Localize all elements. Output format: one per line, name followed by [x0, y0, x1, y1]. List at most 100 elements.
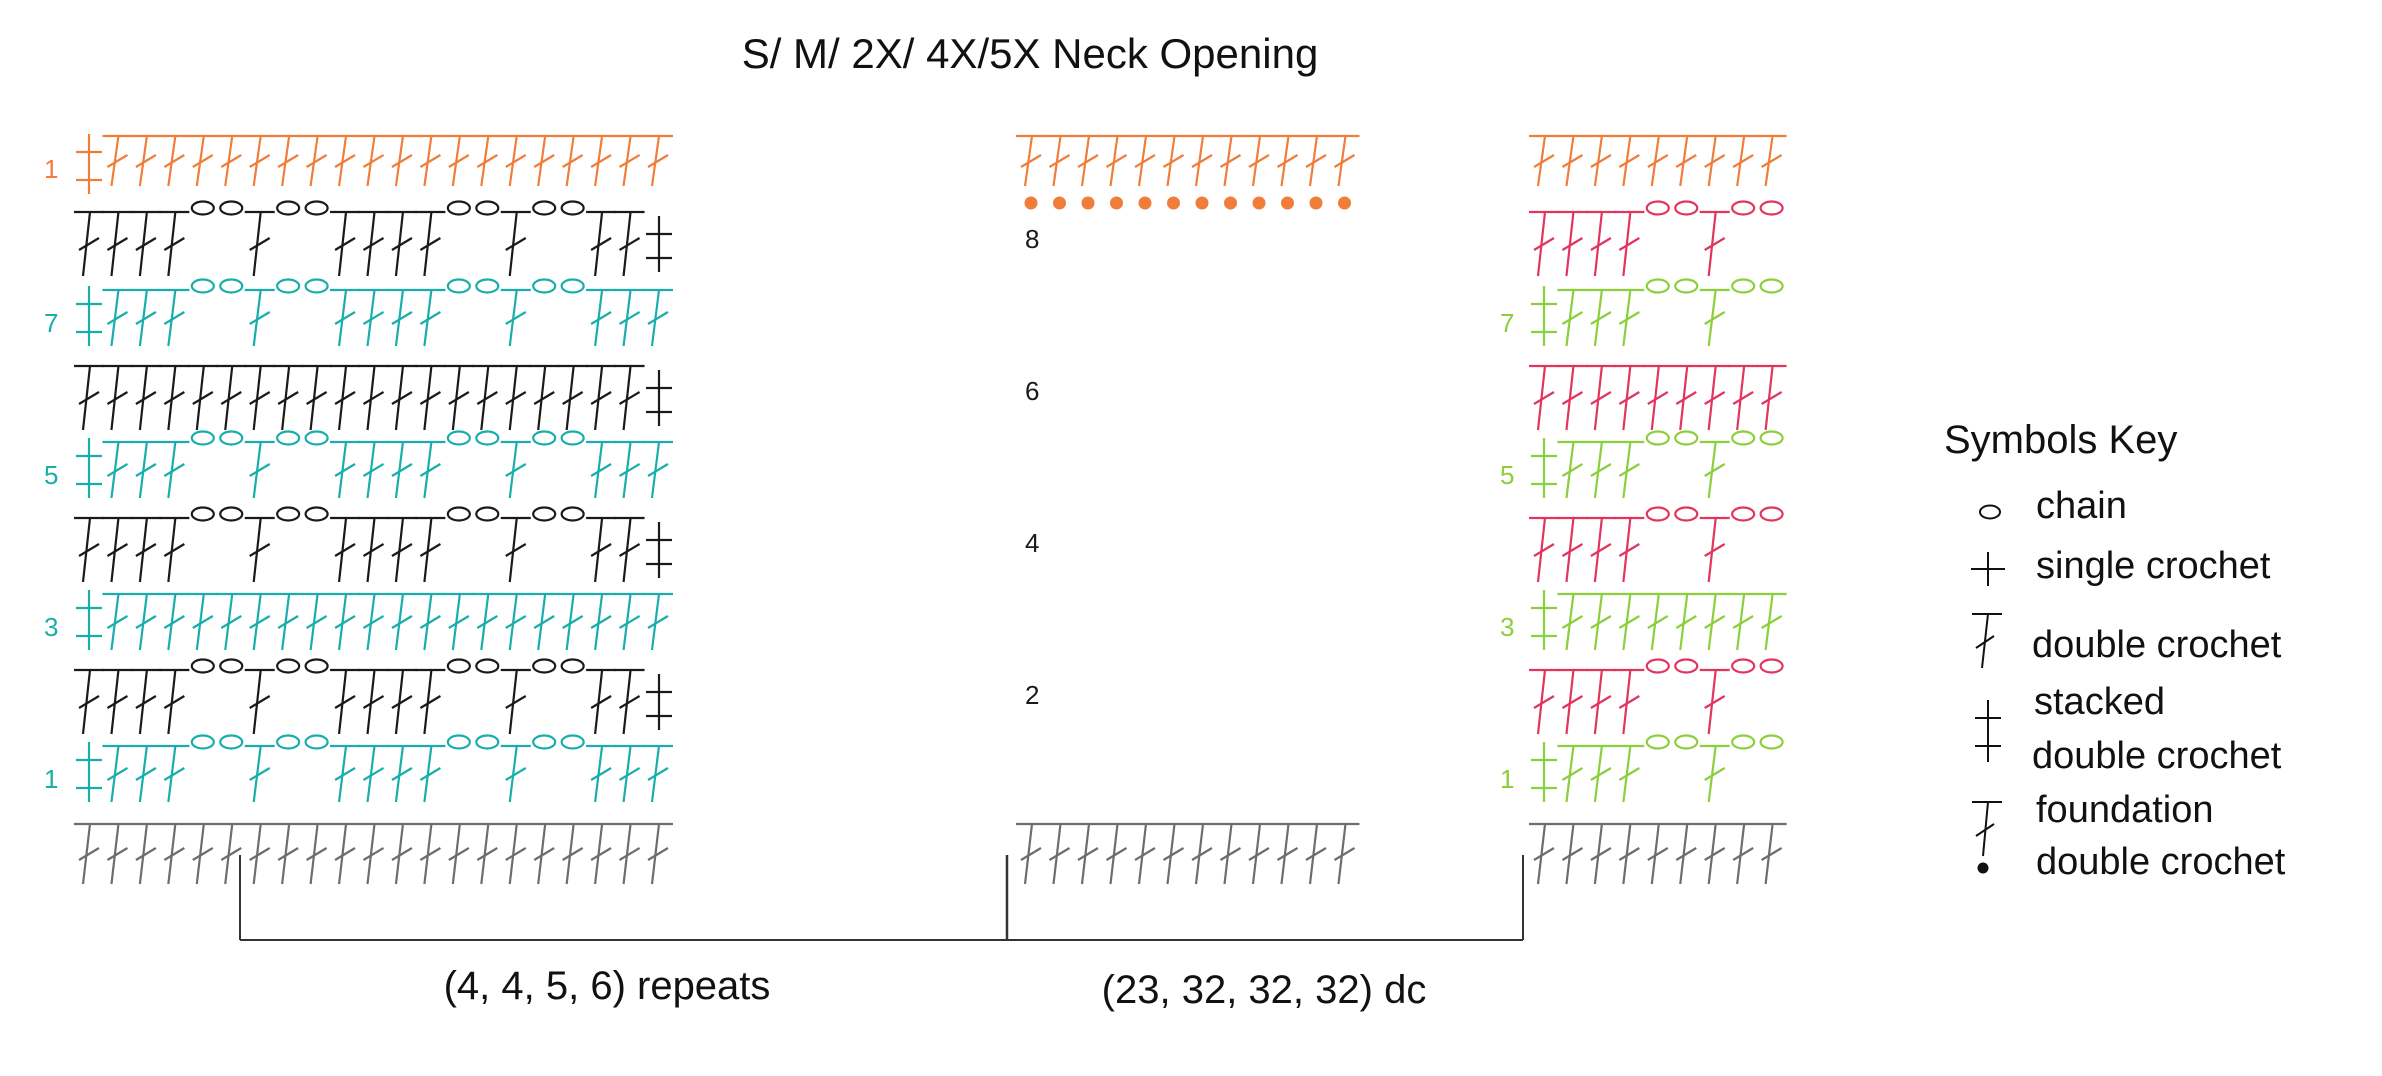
- dc-slash: [277, 154, 299, 168]
- dc-slash: [1618, 463, 1640, 477]
- dc-slash: [618, 154, 641, 168]
- foundation-dc-mark: [187, 822, 218, 885]
- foundation-dc-mark: [301, 822, 332, 885]
- dc-mark: [159, 134, 190, 187]
- dc-slash: [1675, 154, 1697, 168]
- dc-slash: [476, 615, 498, 629]
- stacked-dc-mark: [646, 216, 672, 272]
- dc-slash: [562, 391, 584, 405]
- dc-mark: [386, 364, 417, 431]
- foundation-dc-mark: [614, 822, 645, 885]
- dc-slash: [1590, 154, 1612, 168]
- dc-mark: [216, 134, 247, 187]
- stacked-dc-mark: [646, 522, 672, 578]
- dc-mark: [244, 440, 275, 499]
- slip-stitch-dot: [1309, 196, 1323, 210]
- dc-post: [224, 823, 234, 885]
- chain-mark: [304, 734, 329, 750]
- dc-slash: [163, 463, 185, 477]
- row-label-right-3: 3: [1500, 612, 1514, 642]
- dc-mark: [130, 668, 161, 735]
- dc-mark: [443, 134, 474, 187]
- chain-mark: [1645, 278, 1670, 294]
- dc-post: [394, 365, 405, 431]
- dc-post: [1593, 593, 1603, 651]
- dc-slash: [419, 311, 441, 325]
- chain-mark: [219, 278, 244, 294]
- dc-post: [451, 135, 461, 187]
- dc-slash: [1618, 391, 1640, 405]
- dc-slash: [334, 237, 356, 251]
- dc-slash: [135, 615, 157, 629]
- dc-post: [1622, 669, 1632, 735]
- dc-slash: [249, 615, 271, 629]
- dc-slash: [590, 463, 612, 477]
- dc-slash: [220, 154, 242, 168]
- dc-mark: [443, 592, 474, 651]
- dc-mark: [102, 592, 133, 651]
- dc-slash: [106, 695, 129, 709]
- slip-stitch-dot: [1138, 196, 1152, 210]
- dc-slash: [277, 847, 299, 861]
- dc-bracket-label: (23, 32, 32, 32) dc: [1102, 968, 1427, 1012]
- dc-mark: [1158, 134, 1189, 187]
- foundation-dc-mark: [1215, 822, 1246, 885]
- dc-post: [650, 823, 661, 885]
- stacked-dc-mark: [1531, 438, 1557, 498]
- dc-post: [1650, 593, 1660, 651]
- dc-post: [622, 745, 632, 803]
- dc-slash: [306, 154, 328, 168]
- dc-post: [1194, 135, 1205, 187]
- dc-mark: [614, 592, 645, 651]
- dc-slash: [1618, 847, 1640, 861]
- dc-post: [281, 823, 291, 885]
- dc-post: [1536, 669, 1547, 735]
- dc-slash: [1305, 154, 1327, 168]
- foundation-dc-mark: [386, 822, 417, 885]
- dc-post: [1764, 823, 1774, 885]
- chain-mark: [219, 200, 244, 216]
- dc-mark: [130, 210, 161, 277]
- dc-slash: [1162, 154, 1185, 168]
- dc-post: [508, 745, 518, 803]
- dc-post: [1593, 289, 1603, 347]
- dc-post: [281, 593, 291, 651]
- dc-post: [537, 365, 547, 431]
- dc-mark: [358, 744, 389, 803]
- dc-mark: [643, 440, 673, 499]
- dc-post: [1707, 669, 1717, 735]
- chain-mark: [276, 734, 301, 750]
- row-label-right-7: 7: [1500, 308, 1514, 338]
- dc-post: [224, 135, 234, 187]
- stacked-dc-mark: [646, 370, 672, 426]
- dc-slash: [391, 615, 413, 629]
- dc-slash: [419, 463, 441, 477]
- dc-post: [451, 823, 461, 885]
- dc-mark: [74, 516, 104, 583]
- dc-post: [167, 441, 177, 499]
- foundation-dc-mark: [358, 822, 389, 885]
- dc-mark: [273, 592, 304, 651]
- dc-post: [337, 593, 348, 651]
- dc-slash: [249, 543, 271, 557]
- dc-mark: [614, 210, 645, 277]
- dc-slash: [1276, 154, 1299, 168]
- dc-slash: [505, 311, 527, 325]
- row-label-left-4: 4: [1025, 528, 1039, 558]
- dc-post: [594, 745, 604, 803]
- dc-post: [1536, 517, 1547, 583]
- foundation-dc-mark: [102, 822, 133, 885]
- dc-slash: [1732, 847, 1754, 861]
- dc-slash: [106, 767, 129, 781]
- dc-slash: [1761, 615, 1783, 629]
- dc-mark: [330, 516, 361, 583]
- dc-mark: [1557, 364, 1588, 431]
- dc-slash: [78, 391, 100, 405]
- stacked-dc-mark: [76, 438, 102, 498]
- dc-post: [622, 135, 632, 187]
- stacked-dc-mark: [646, 674, 672, 730]
- dc-slash: [163, 237, 185, 251]
- dc-slash: [1590, 767, 1612, 781]
- dc-post: [1707, 593, 1717, 651]
- dc-slash: [1590, 543, 1612, 557]
